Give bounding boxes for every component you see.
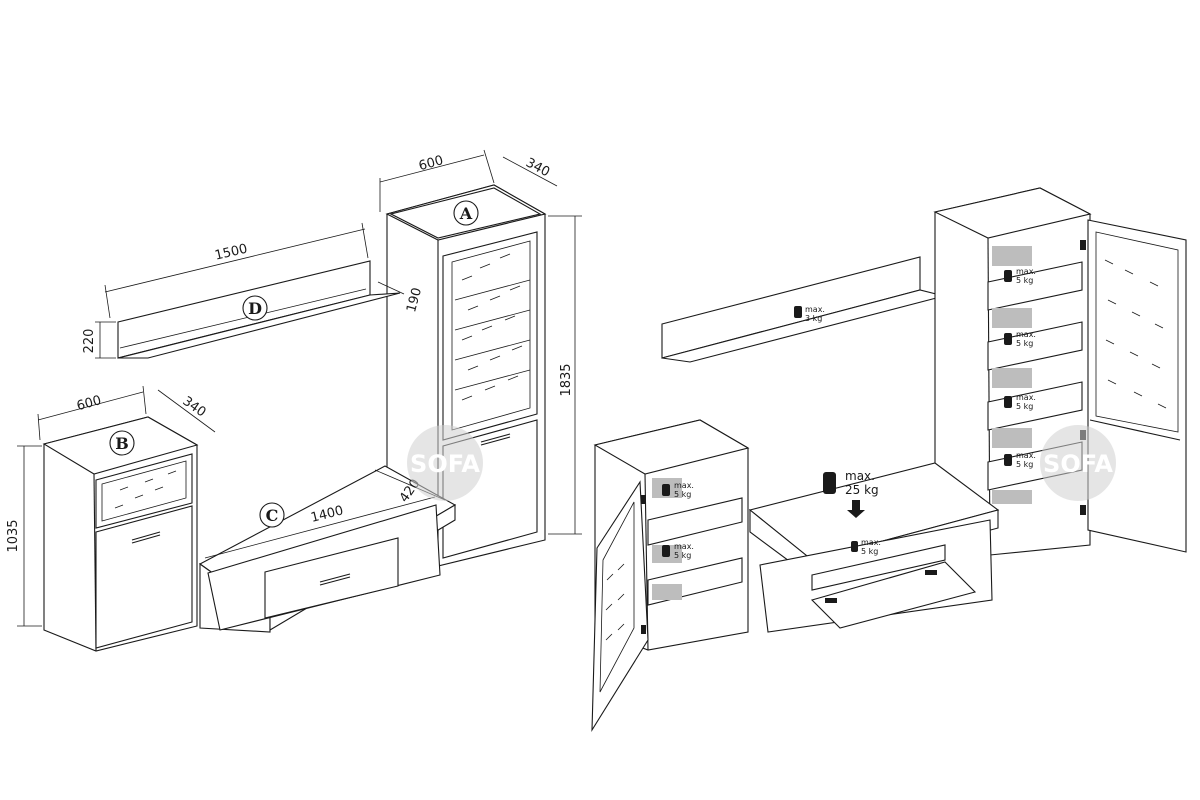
tv-load-max: max.	[845, 469, 875, 483]
right-tv-stand: max. 25 kg max. 5 kg	[748, 462, 1000, 633]
left-view: A 600 340 1835 D 1500	[6, 149, 582, 652]
dim-b-width: 600	[75, 393, 103, 414]
label-c: C	[266, 506, 279, 525]
weight-icon	[794, 306, 802, 318]
tall-load-max-1: max.	[1016, 267, 1036, 276]
dim-d-width: 1500	[213, 242, 249, 264]
low-load-kg-1: 5 kg	[674, 490, 691, 499]
tall-load-max-4: max.	[1016, 451, 1036, 460]
drawer-load-kg: 5 kg	[861, 547, 878, 556]
tall-load-max-3: max.	[1016, 393, 1036, 402]
tv-stand-c: C 1400 420	[198, 465, 457, 633]
tv-load-kg: 25 kg	[845, 483, 879, 497]
label-b: B	[115, 434, 129, 453]
dim-d-height: 220	[82, 329, 97, 354]
dim-a-depth: 340	[523, 155, 552, 180]
low-load-max-1: max.	[674, 481, 694, 490]
wall-shelf-d: D 1500 220 190	[82, 222, 425, 359]
tall-load-kg-2: 5 kg	[1016, 339, 1033, 348]
watermark-right: SOFA	[1040, 425, 1116, 501]
right-low-cabinet: max. 5 kg max. 5 kg	[591, 419, 750, 733]
shelf-load-kg: 3 kg	[805, 314, 822, 323]
tall-load-kg-1: 5 kg	[1016, 276, 1033, 285]
load-icons-tall: max. 5 kg max. 5 kg max. 5 kg max. 5 kg	[1004, 267, 1036, 469]
label-a: A	[459, 204, 473, 223]
drawer-load-max: max.	[861, 538, 881, 547]
tall-load-kg-3: 5 kg	[1016, 402, 1033, 411]
cabinet-b: B 600 340 1035	[6, 385, 216, 652]
watermark-text-left: SOFA	[410, 450, 480, 478]
low-load-kg-2: 5 kg	[674, 551, 691, 560]
tv-arrow-icon	[847, 500, 865, 518]
tv-weight-icon	[823, 472, 836, 494]
tall-load-max-2: max.	[1016, 330, 1036, 339]
watermark-left: SOFA	[407, 425, 483, 501]
shelf-load-max: max.	[805, 305, 825, 314]
dim-d-depth: 190	[404, 286, 425, 314]
tall-load-kg-4: 5 kg	[1016, 460, 1033, 469]
low-load-max-2: max.	[674, 542, 694, 551]
dim-a-height: 1835	[559, 363, 574, 396]
right-wall-shelf: max. 3 kg	[661, 256, 945, 363]
dim-a-width: 600	[417, 153, 445, 174]
dim-b-height: 1035	[6, 519, 21, 552]
label-d: D	[248, 299, 262, 318]
watermark-text-right: SOFA	[1043, 450, 1113, 478]
